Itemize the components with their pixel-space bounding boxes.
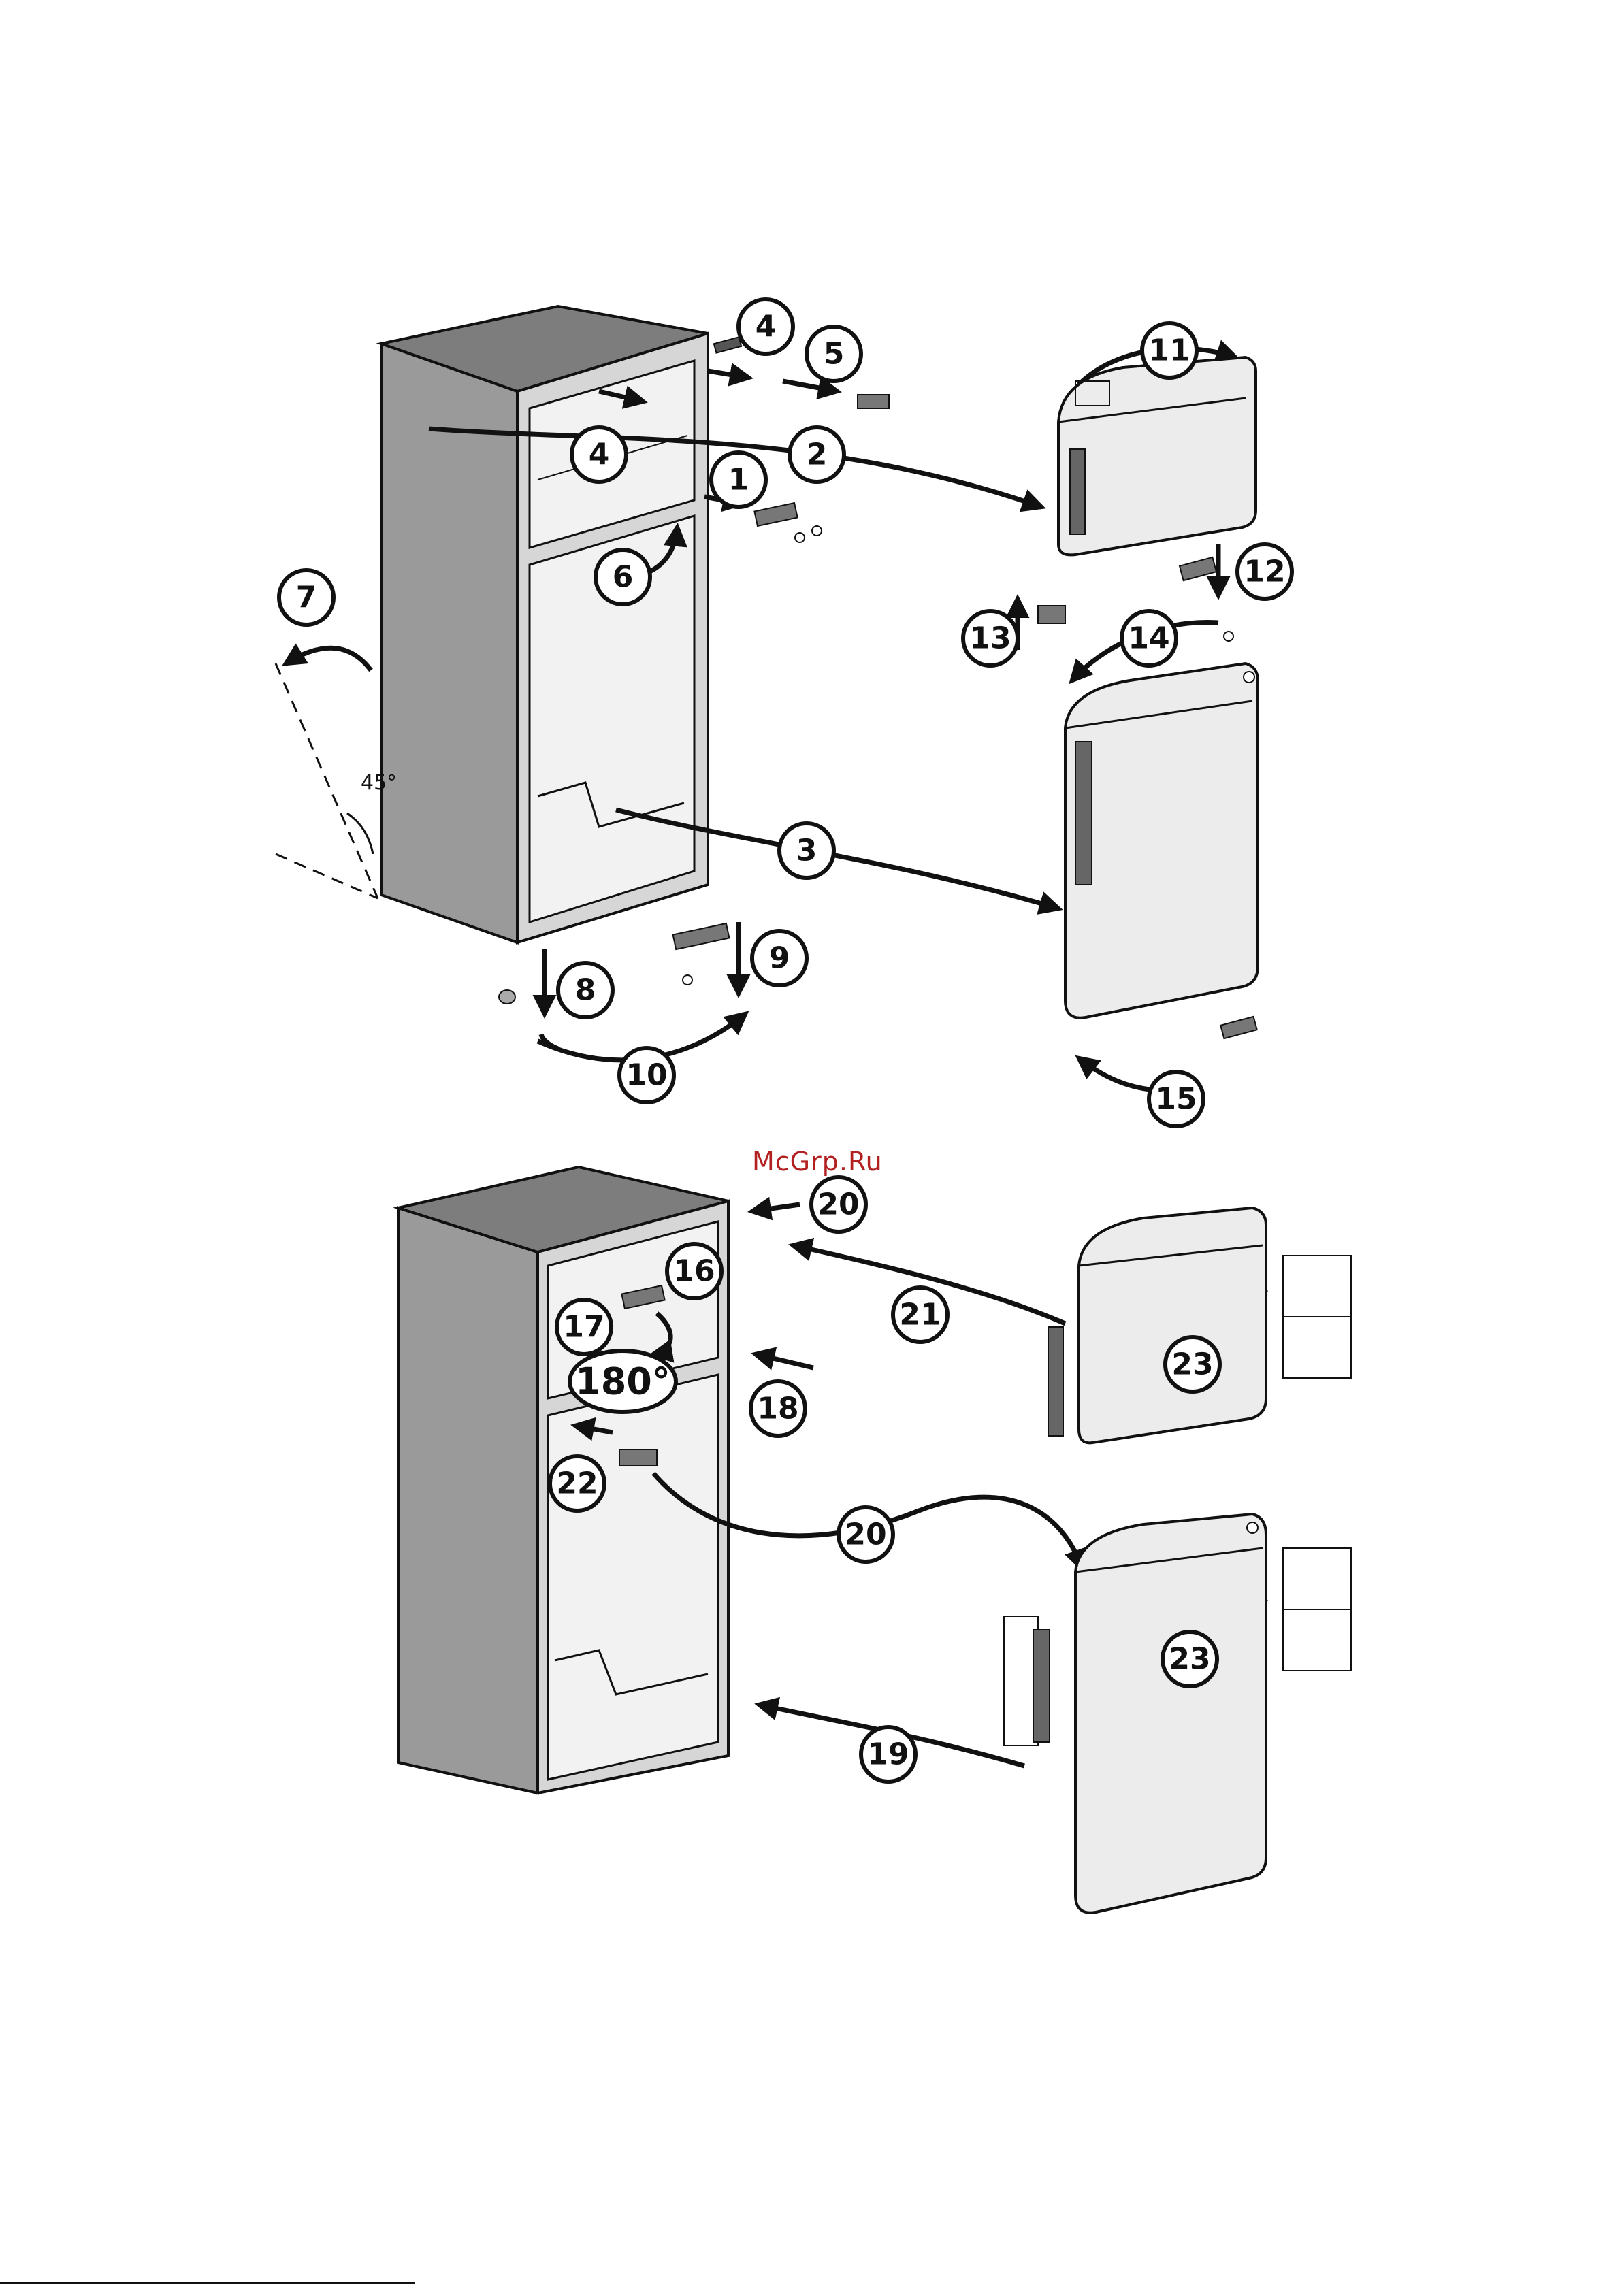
svg-text:20: 20 <box>845 1518 886 1552</box>
step-badge-17: 17 <box>557 1300 611 1354</box>
step-badge-21: 21 <box>893 1288 947 1342</box>
step-badge-2: 2 <box>790 427 844 482</box>
svg-text:22: 22 <box>556 1466 598 1501</box>
step-badge-3: 3 <box>779 823 834 878</box>
step-badge-9: 9 <box>752 931 807 985</box>
svg-text:14: 14 <box>1128 621 1169 656</box>
svg-text:1: 1 <box>728 463 749 497</box>
step-badge-16: 16 <box>667 1244 721 1298</box>
step-badge-7: 7 <box>279 570 334 625</box>
svg-text:4: 4 <box>589 438 610 472</box>
svg-text:17: 17 <box>563 1310 604 1345</box>
rotate-180-badge: 180° <box>570 1351 676 1412</box>
svg-text:2: 2 <box>807 438 828 472</box>
step-badge-22: 22 <box>550 1456 604 1511</box>
step-badge-1: 1 <box>711 453 766 507</box>
fridge-top-assembly <box>381 306 708 942</box>
fridge2-side-panel <box>398 1208 538 1793</box>
step-badge-20a: 20 <box>811 1177 866 1232</box>
tilt-angle-guide: 45° <box>276 648 397 898</box>
fridge-door <box>1065 663 1258 1018</box>
plug-boxes <box>1283 1256 1351 1671</box>
step-badge-4a: 4 <box>739 299 793 354</box>
svg-text:13: 13 <box>969 621 1011 656</box>
svg-text:19: 19 <box>867 1737 909 1772</box>
step-badge-10: 10 <box>619 1048 674 1102</box>
svg-text:7: 7 <box>296 580 317 615</box>
svg-text:8: 8 <box>575 973 596 1008</box>
step-badge-14: 14 <box>1122 611 1176 666</box>
fridge-door-2 <box>1004 1514 1266 1913</box>
step-badge-11: 11 <box>1142 323 1197 378</box>
svg-text:23: 23 <box>1171 1347 1213 1382</box>
step-badge-6: 6 <box>596 550 650 604</box>
step-badge-23a: 23 <box>1165 1337 1220 1392</box>
fridge2-compartment <box>548 1375 718 1780</box>
svg-text:3: 3 <box>796 834 817 868</box>
svg-text:23: 23 <box>1169 1642 1210 1677</box>
step-badge-19: 19 <box>861 1727 915 1782</box>
angle-label: 45° <box>361 771 397 795</box>
svg-text:18: 18 <box>757 1392 798 1426</box>
step-badge-8: 8 <box>558 963 613 1017</box>
svg-text:4: 4 <box>756 310 777 344</box>
step-badge-20b: 20 <box>839 1507 893 1562</box>
step-badge-5: 5 <box>807 327 861 381</box>
svg-text:11: 11 <box>1148 333 1190 368</box>
svg-text:9: 9 <box>769 941 790 976</box>
rotate-label: 180° <box>575 1360 670 1403</box>
svg-text:10: 10 <box>626 1058 667 1093</box>
svg-text:12: 12 <box>1244 555 1285 589</box>
freezer-door-2 <box>1048 1208 1266 1443</box>
step-badge-23b: 23 <box>1163 1632 1217 1686</box>
step-badge-15: 15 <box>1149 1072 1203 1126</box>
svg-text:21: 21 <box>899 1298 941 1332</box>
step-badge-18: 18 <box>751 1381 805 1436</box>
freezer-door <box>1058 357 1256 555</box>
svg-text:16: 16 <box>673 1254 715 1289</box>
watermark-text: McGrp.Ru <box>752 1147 883 1177</box>
svg-text:5: 5 <box>824 337 845 372</box>
step-badge-13: 13 <box>963 611 1018 666</box>
step-badge-12: 12 <box>1237 544 1292 599</box>
svg-text:6: 6 <box>613 560 634 595</box>
svg-text:15: 15 <box>1155 1082 1197 1117</box>
svg-text:20: 20 <box>817 1187 859 1222</box>
step-badge-4b: 4 <box>572 427 626 482</box>
